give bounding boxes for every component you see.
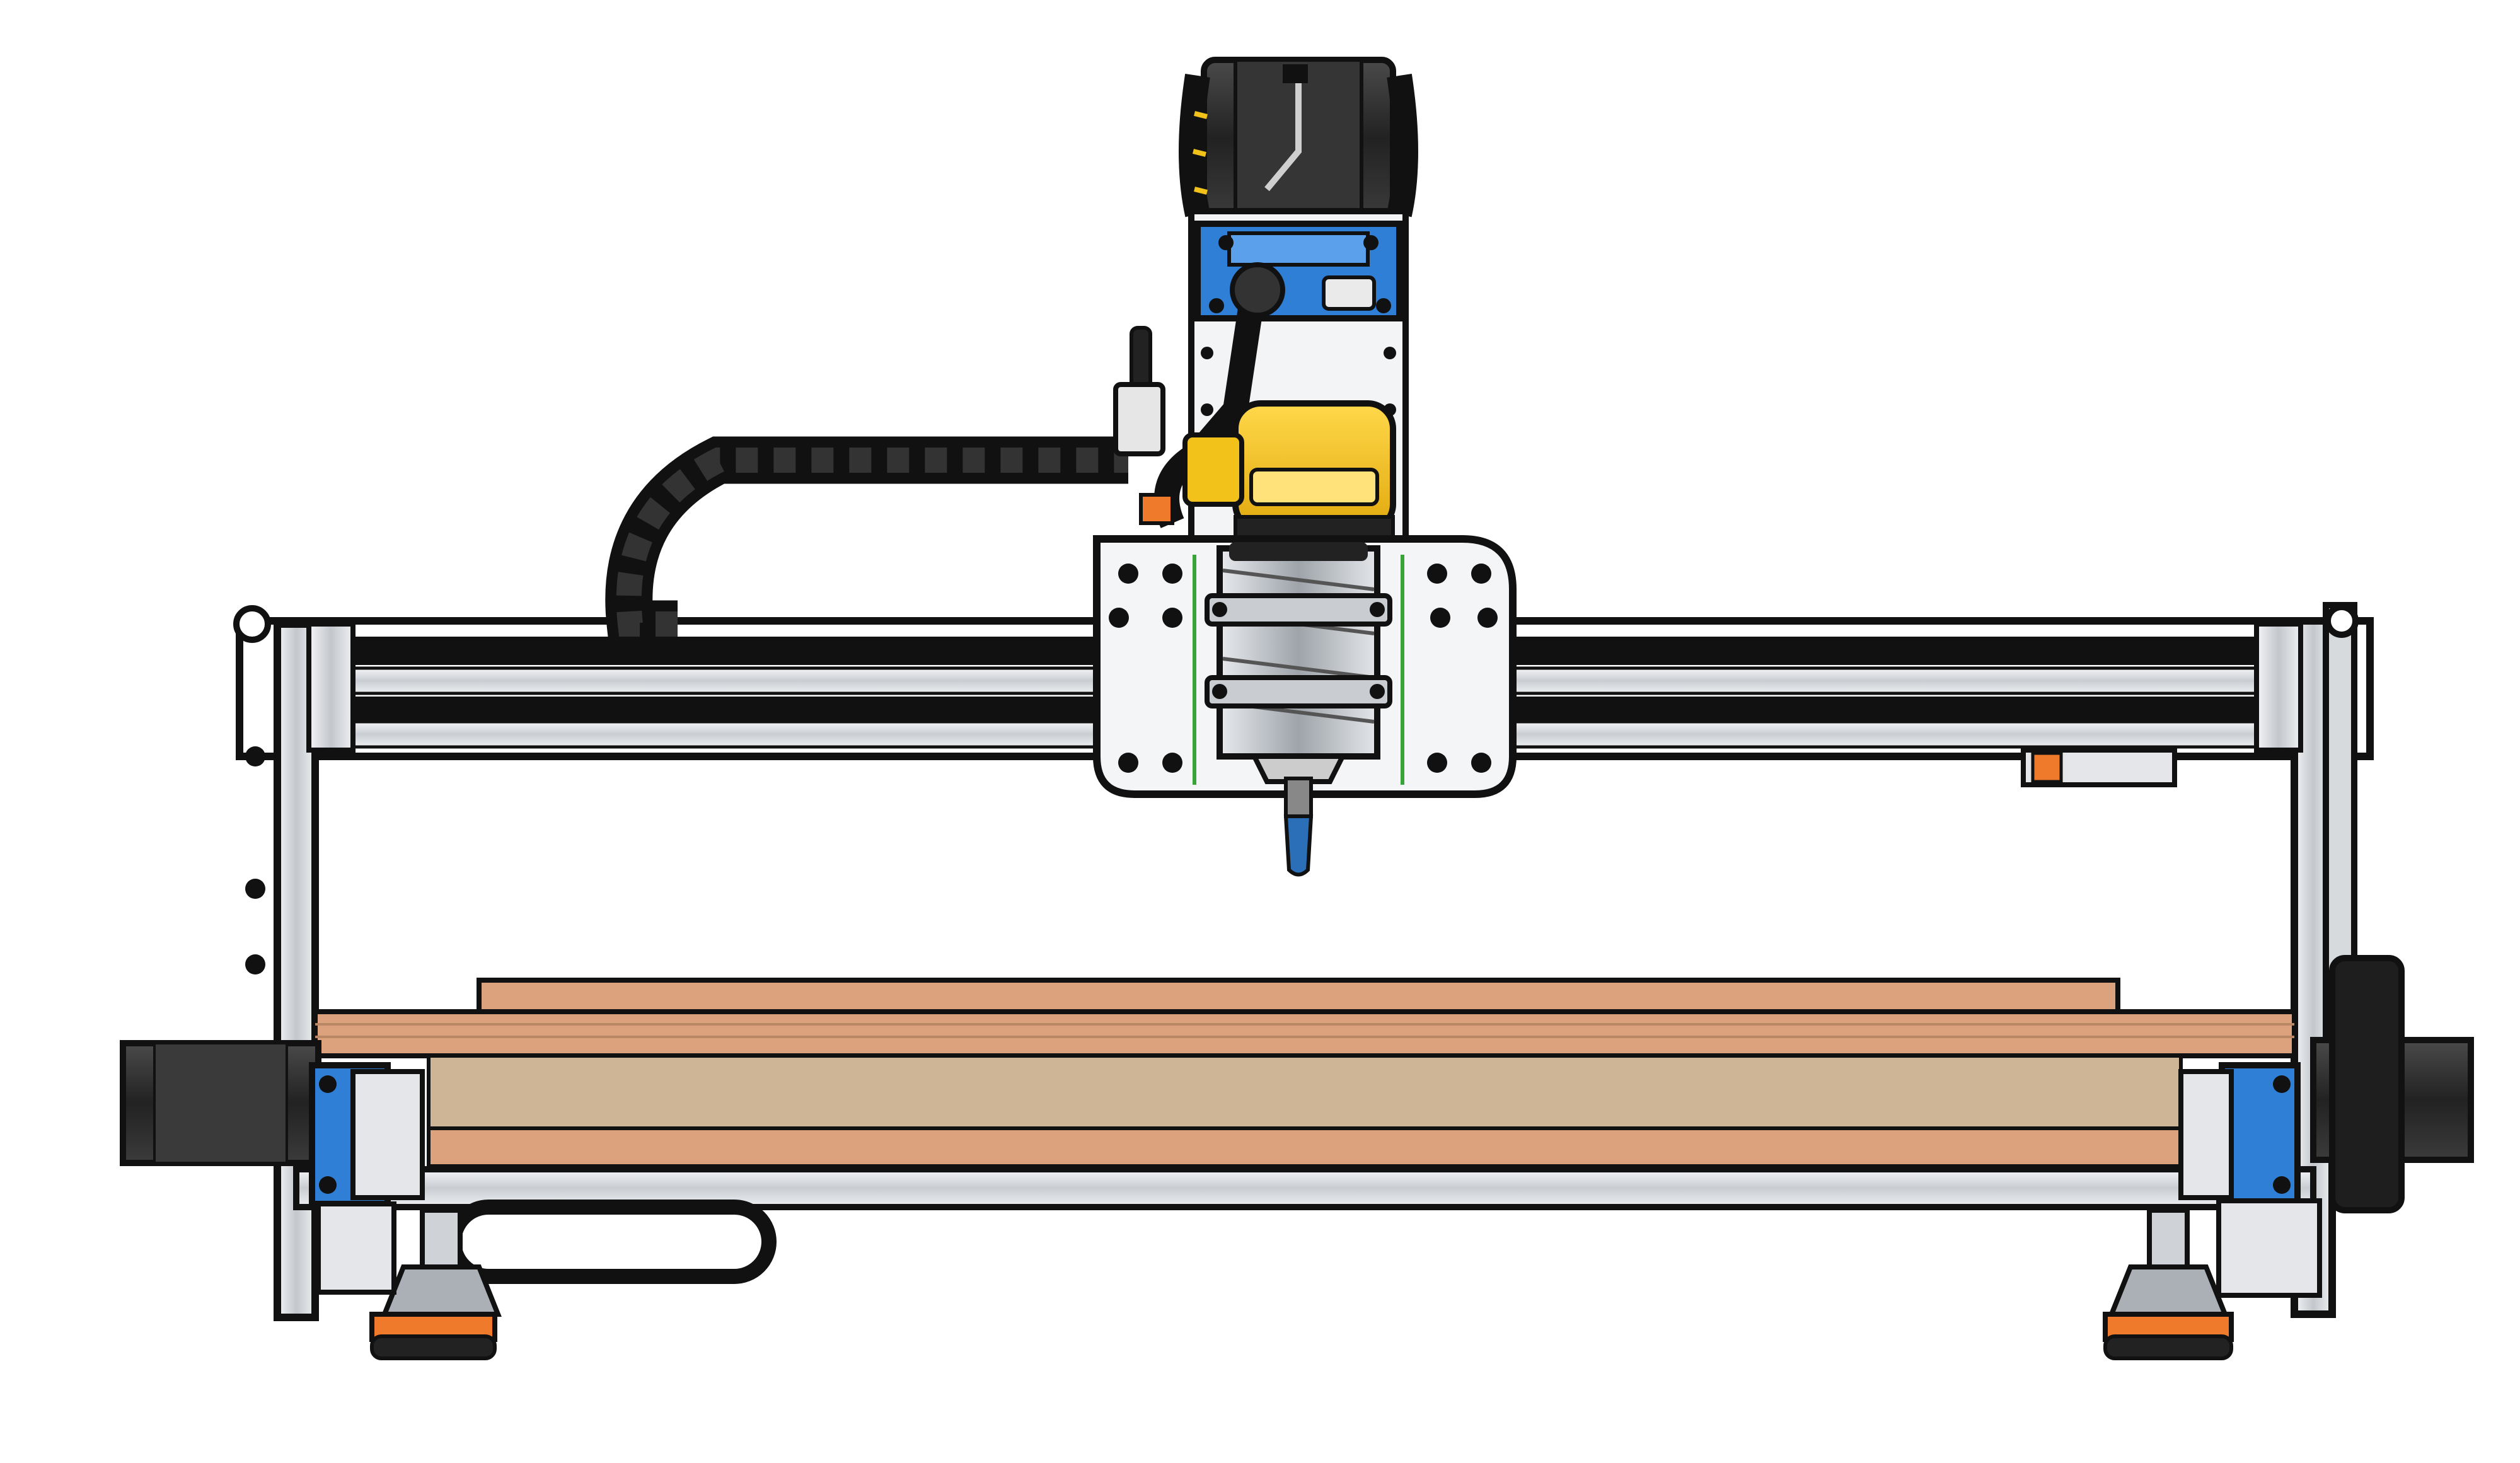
y-carriage-left xyxy=(309,1062,425,1207)
x-drag-chain xyxy=(605,436,1128,648)
z-motor xyxy=(1201,57,1396,221)
bottom-frame-rail xyxy=(293,1166,2316,1284)
limit-switch xyxy=(2021,748,2177,787)
y-motor-left xyxy=(120,1040,321,1166)
z-cable-chain xyxy=(1179,73,1418,217)
spindle xyxy=(1205,542,1392,784)
y-carriage-right xyxy=(2178,1062,2301,1207)
y-motor-right xyxy=(2310,955,2474,1213)
leveling-foot-left xyxy=(369,1208,502,1360)
z-probe-sensor xyxy=(1113,326,1165,456)
wood-stock xyxy=(313,978,2297,1168)
router-orange-switch xyxy=(1139,493,1174,525)
corner-bracket-right xyxy=(2216,1198,2322,1298)
end-mill-bit xyxy=(1283,777,1314,877)
corner-bracket-left xyxy=(316,1201,396,1295)
cable-gland xyxy=(1230,262,1285,318)
router-motor xyxy=(1182,400,1396,544)
leveling-foot-right xyxy=(2103,1208,2234,1360)
